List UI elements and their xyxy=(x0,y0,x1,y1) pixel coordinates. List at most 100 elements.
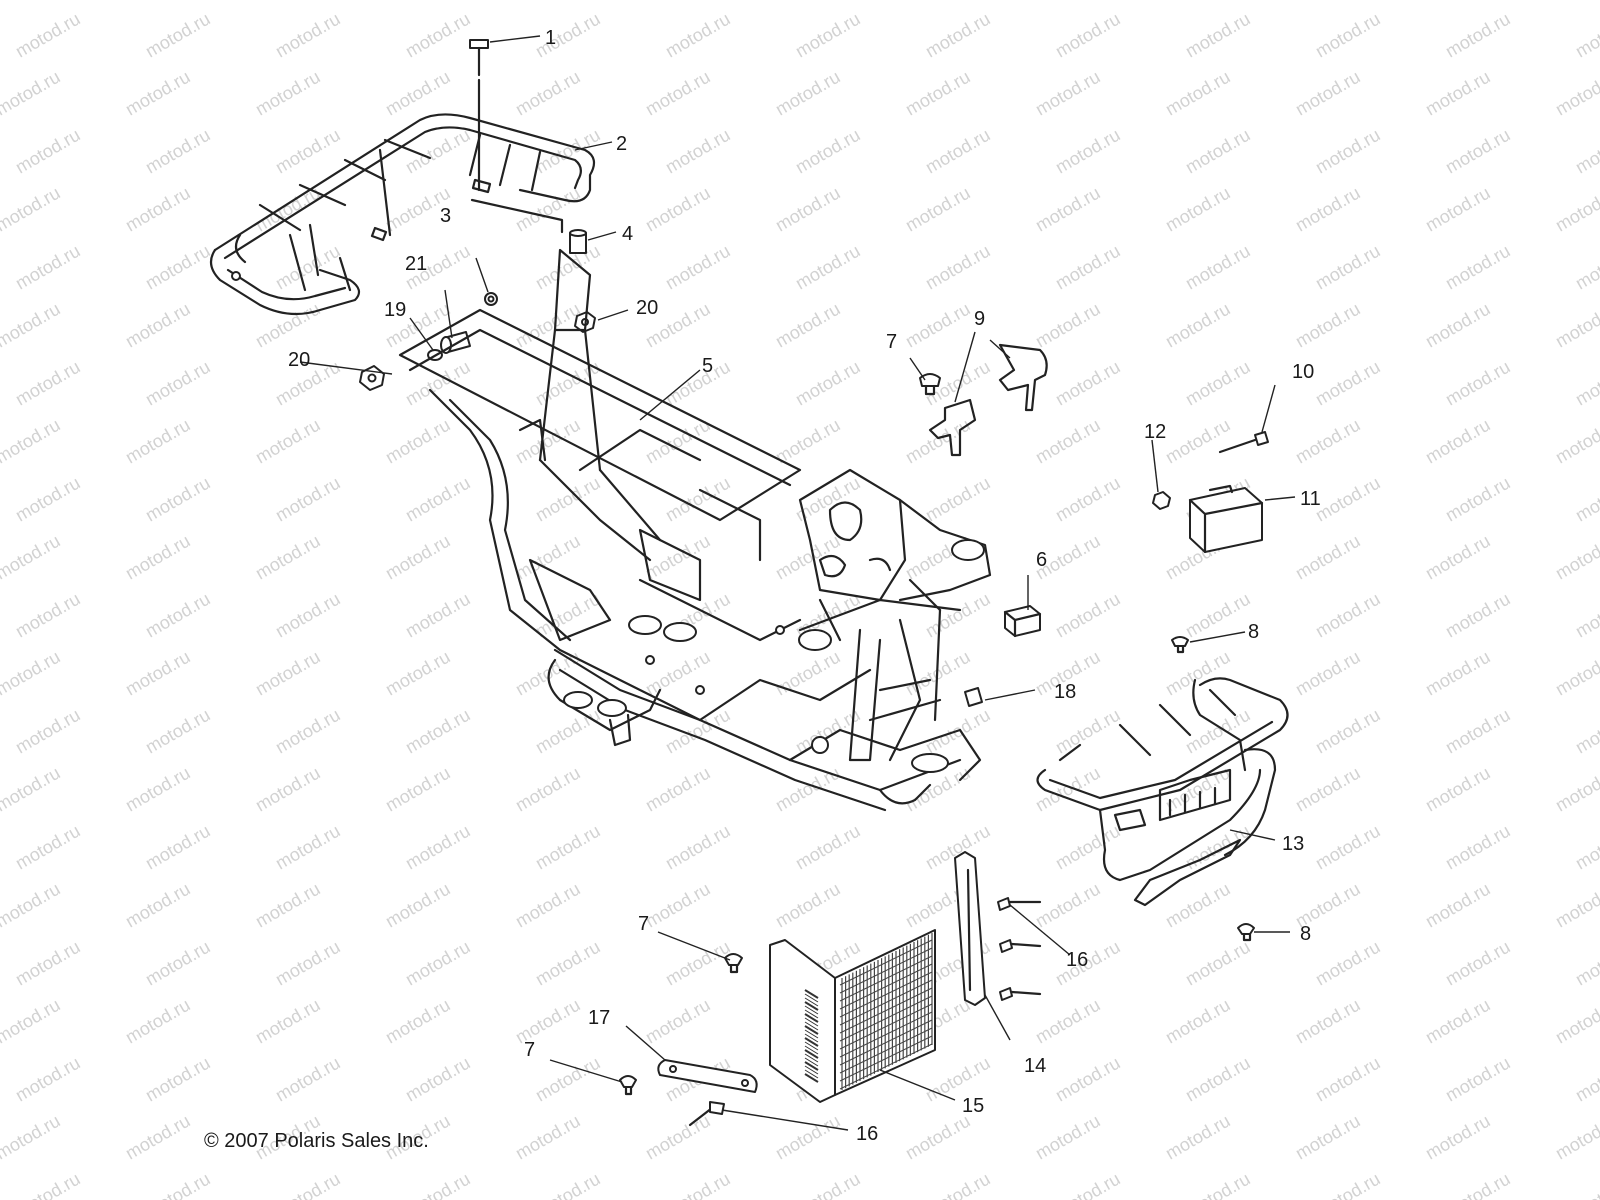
watermark-text: motod.ru xyxy=(1572,125,1600,178)
callout-18: 18 xyxy=(1054,681,1076,703)
watermark-text: motod.ru xyxy=(1552,67,1600,120)
watermark-text: motod.ru xyxy=(1572,705,1600,758)
watermark-text: motod.ru xyxy=(272,705,344,758)
watermark-text: motod.ru xyxy=(402,589,474,642)
watermark-text: motod.ru xyxy=(12,473,84,526)
watermark-text: motod.ru xyxy=(1572,821,1600,874)
watermark-text: motod.ru xyxy=(1312,9,1384,62)
watermark-text: motod.ru xyxy=(1552,183,1600,236)
watermark-text: motod.ru xyxy=(1422,763,1494,816)
watermark-text: motod.ru xyxy=(922,473,994,526)
watermark-text: motod.ru xyxy=(532,241,604,294)
watermark-text: motod.ru xyxy=(1292,183,1364,236)
watermark-text: motod.ru xyxy=(122,1111,194,1164)
watermark-text: motod.ru xyxy=(122,647,194,700)
barcode-line xyxy=(804,1049,819,1059)
watermark-text: motod.ru xyxy=(252,531,324,584)
barcode-line xyxy=(804,1021,819,1031)
watermark-text: motod.ru xyxy=(1442,821,1514,874)
barcode-line xyxy=(804,993,819,1003)
watermark-text: motod.ru xyxy=(532,473,604,526)
watermark-text: motod.ru xyxy=(1442,9,1514,62)
watermark-text: motod.ru xyxy=(402,473,474,526)
block xyxy=(1003,605,1042,638)
watermark-text: motod.ru xyxy=(142,937,214,990)
push-rivet xyxy=(1171,636,1189,654)
watermark-text: motod.ru xyxy=(1572,473,1600,526)
callout-9: 9 xyxy=(974,308,985,330)
watermark-text: motod.ru xyxy=(772,879,844,932)
watermark-text: motod.ru xyxy=(792,9,864,62)
watermark-text: motod.ru xyxy=(642,763,714,816)
watermark-text: motod.ru xyxy=(12,705,84,758)
watermark-text: motod.ru xyxy=(1052,821,1124,874)
watermark-text: motod.ru xyxy=(142,473,214,526)
barcode-line xyxy=(804,1037,819,1047)
grille-line xyxy=(839,1027,933,1074)
watermark-text: motod.ru xyxy=(142,357,214,410)
watermark-text: motod.ru xyxy=(512,763,584,816)
watermark-text: motod.ru xyxy=(1552,531,1600,584)
callout-13: 13 xyxy=(1282,833,1304,855)
callout-12: 12 xyxy=(1144,421,1166,443)
watermark-text: motod.ru xyxy=(142,705,214,758)
watermark-text: motod.ru xyxy=(0,0,64,3)
main-frame xyxy=(398,248,992,812)
watermark-text: motod.ru xyxy=(1052,1053,1124,1106)
watermark-text: motod.ru xyxy=(142,821,214,874)
rivet xyxy=(688,1101,725,1127)
watermark-text: motod.ru xyxy=(1552,879,1600,932)
watermark-text: motod.ru xyxy=(402,705,474,758)
barcode-line xyxy=(804,1013,819,1023)
watermark-text: motod.ru xyxy=(1032,67,1104,120)
bolt xyxy=(1218,431,1269,454)
push-rivet xyxy=(619,1075,637,1096)
watermark-text: motod.ru xyxy=(1292,647,1364,700)
rear-rack xyxy=(209,113,596,316)
watermark-text: motod.ru xyxy=(0,67,64,120)
barcode-line xyxy=(804,1069,819,1079)
watermark-text: motod.ru xyxy=(642,995,714,1048)
watermark-text: motod.ru xyxy=(1312,125,1384,178)
watermark-text: motod.ru xyxy=(0,763,64,816)
watermark-text: motod.ru xyxy=(1552,763,1600,816)
watermark-text: motod.ru xyxy=(662,821,734,874)
watermark-text: motod.ru xyxy=(1422,299,1494,352)
watermark-text: motod.ru xyxy=(512,531,584,584)
lock-nut xyxy=(1152,491,1171,510)
watermark-text: motod.ru xyxy=(252,763,324,816)
watermark-text: motod.ru xyxy=(1312,241,1384,294)
watermark-text: motod.ru xyxy=(902,299,974,352)
barcode-line xyxy=(804,1065,819,1075)
watermark-text: motod.ru xyxy=(1552,299,1600,352)
clip xyxy=(964,687,983,707)
barcode-line xyxy=(804,1041,819,1051)
watermark-text: motod.ru xyxy=(1292,299,1364,352)
watermark-text: motod.ru xyxy=(642,183,714,236)
watermark-text: motod.ru xyxy=(0,183,64,236)
watermark-text: motod.ru xyxy=(1162,67,1234,120)
watermark-text: motod.ru xyxy=(902,67,974,120)
barcode-strip xyxy=(804,989,819,1083)
watermark-text: motod.ru xyxy=(402,9,474,62)
grille-line xyxy=(839,963,933,1010)
watermark-text: motod.ru xyxy=(1292,1111,1364,1164)
callout-5: 5 xyxy=(702,355,713,377)
watermark-text: motod.ru xyxy=(1032,415,1104,468)
watermark-text: motod.ru xyxy=(642,879,714,932)
watermark-text: motod.ru xyxy=(662,125,734,178)
watermark-text: motod.ru xyxy=(272,1053,344,1106)
watermark-text: motod.ru xyxy=(1162,879,1234,932)
watermark-text: motod.ru xyxy=(642,531,714,584)
watermark-text: motod.ru xyxy=(922,125,994,178)
watermark-text: motod.ru xyxy=(382,67,454,120)
watermark-text: motod.ru xyxy=(142,1053,214,1106)
callout-2: 2 xyxy=(616,133,627,155)
side-panel xyxy=(954,851,986,1006)
watermark-text: motod.ru xyxy=(1162,995,1234,1048)
watermark-text: motod.ru xyxy=(512,879,584,932)
watermark-text: motod.ru xyxy=(0,299,64,352)
watermark-text: motod.ru xyxy=(122,415,194,468)
grille-line xyxy=(839,1043,933,1090)
module-box xyxy=(1188,484,1264,554)
